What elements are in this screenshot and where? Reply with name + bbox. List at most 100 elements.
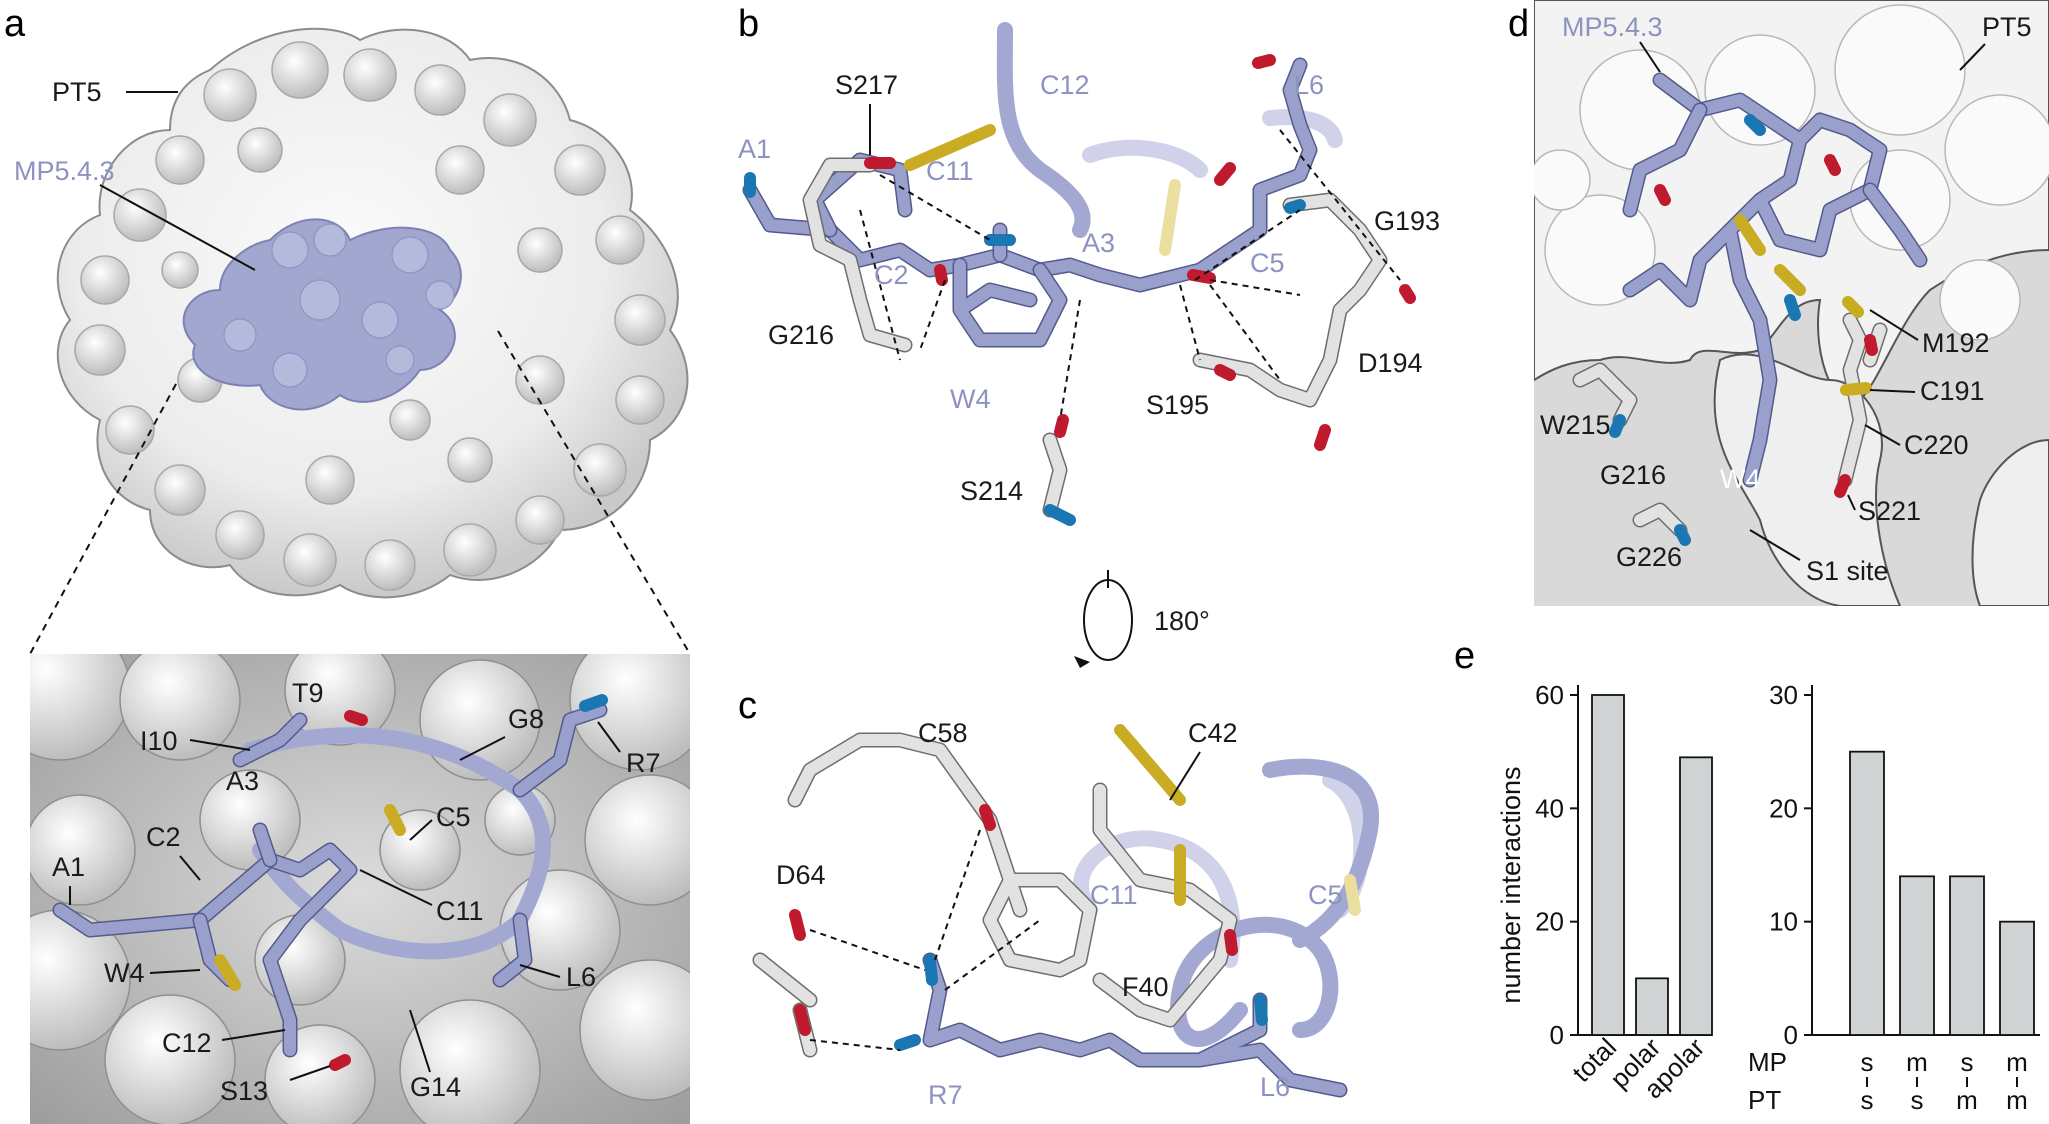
label-d64: D64 <box>776 860 826 890</box>
label-c11: C11 <box>926 156 974 186</box>
c5-leader <box>409 819 433 841</box>
inset-t9-oxygen <box>344 710 368 726</box>
label-g216: G216 <box>1600 460 1666 490</box>
panel-e-letter: e <box>1454 635 1475 677</box>
inset-disulfide-2 <box>214 954 241 991</box>
label-mp: MP5.4.3 <box>1562 12 1663 42</box>
label-g193: G193 <box>1374 206 1440 236</box>
b-disulfide-1 <box>904 124 996 171</box>
bar <box>1635 977 1669 1036</box>
label-w4: W4 <box>950 384 991 414</box>
b-oxygen-3 <box>1214 162 1236 186</box>
d-protease-residues <box>1572 296 1888 546</box>
inset-backbone-tube <box>242 727 551 960</box>
d-oxygen-1 <box>1654 184 1671 206</box>
y-tick-label: 40 <box>1535 793 1564 823</box>
inset-s13-oxygen <box>329 1054 351 1071</box>
panel-a: a PT5 <box>4 3 691 1124</box>
label-l6: L6 <box>1260 1072 1290 1102</box>
c-c58-oxygen <box>979 804 996 831</box>
c-r7-nitrogen-1 <box>924 954 938 986</box>
label-s13: S13 <box>220 1076 268 1106</box>
d-oxygen-2 <box>1824 154 1841 176</box>
inset-peptide-sticks <box>54 844 356 1056</box>
y-tick-label: 60 <box>1535 680 1564 710</box>
r7-leader <box>597 721 621 753</box>
label-m192: M192 <box>1922 328 1990 358</box>
w4-leader <box>149 969 201 974</box>
d-pt5-leader <box>1959 43 1986 71</box>
x-tick-label-mp: s <box>1861 1047 1874 1077</box>
label-c42: C42 <box>1188 718 1238 748</box>
i10-leader <box>189 739 251 751</box>
label-c58: C58 <box>918 718 968 748</box>
label-g226: G226 <box>1616 542 1682 572</box>
mp-leader <box>99 184 256 271</box>
label-s221: S221 <box>1858 496 1921 526</box>
label-t9: T9 <box>292 678 324 708</box>
label-c5: C5 <box>1308 880 1343 910</box>
x-tick-label-pt: m <box>1956 1085 1978 1115</box>
x-tick-label-pt: m <box>2006 1085 2028 1115</box>
bar <box>1679 756 1713 1036</box>
c12-leader <box>221 1029 286 1041</box>
bar <box>1999 920 2035 1036</box>
label-s1: S1 site <box>1806 556 1889 586</box>
b-faint-tube <box>1082 139 1208 178</box>
s13-leader <box>289 1065 331 1081</box>
d-nitrogen-1 <box>1784 294 1801 321</box>
label-c2: C2 <box>146 822 181 852</box>
b-protease-sticks <box>804 159 1386 516</box>
y-tick-label: 20 <box>1769 793 1798 823</box>
label-a1: A1 <box>738 134 771 164</box>
label-l6: L6 <box>566 962 596 992</box>
label-pt5: PT5 <box>1982 12 2032 42</box>
label-c220: C220 <box>1904 430 1969 460</box>
d-disulfide-2 <box>1774 264 1806 296</box>
rotation-arrow-icon <box>1074 570 1133 668</box>
zoom-inset <box>30 654 690 1124</box>
b-oxygen-1 <box>934 264 948 286</box>
label-c5: C5 <box>436 802 471 832</box>
b-backbone-tube <box>996 22 1091 238</box>
inset-peptide <box>52 694 608 1071</box>
b-disulfide-2 <box>1159 179 1181 256</box>
c-faint-tube <box>1073 830 1241 968</box>
d-s221-oxygen <box>1834 474 1851 498</box>
d-m192-sulfur <box>1842 296 1864 318</box>
label-mp: MP5.4.3 <box>14 156 115 186</box>
c2-leader <box>179 855 201 881</box>
label-w4: W4 <box>1720 464 1761 494</box>
panel-c-letter: c <box>738 685 757 727</box>
rotation-label: 180° <box>1154 606 1210 636</box>
m192-leader <box>1869 309 1919 341</box>
y-tick-label: 0 <box>1550 1020 1564 1050</box>
bar <box>1899 875 1935 1036</box>
y-tick-label: 20 <box>1535 907 1564 937</box>
panel-d-letter: d <box>1508 3 1529 45</box>
inset-r7-nitrogen <box>579 694 608 712</box>
c-protease-sticks <box>754 734 1236 1056</box>
label-c191: C191 <box>1920 376 1985 406</box>
y-tick-label: 30 <box>1769 680 1798 710</box>
y-axis-title: number interactions <box>1496 766 1526 1003</box>
label-w4: W4 <box>104 958 145 988</box>
panel-c: c C58 C42 D64 C11 C5 F40 R7 L6 <box>738 685 1380 1110</box>
label-r7: R7 <box>626 748 661 778</box>
d-nitrogen-2 <box>1744 114 1766 136</box>
label-a1: A1 <box>52 852 85 882</box>
bar <box>1949 875 1985 1036</box>
panel-b: b <box>738 3 1440 668</box>
d-peptide <box>1622 72 1928 488</box>
b-g193-nitrogen <box>1284 199 1306 214</box>
x-tick-label-mp: s <box>1961 1047 1974 1077</box>
c-disulfide-3 <box>1344 874 1361 916</box>
label-a3: A3 <box>226 766 259 796</box>
d-g226-nitrogen <box>1674 524 1691 546</box>
label-c12: C12 <box>162 1028 212 1058</box>
label-i10: I10 <box>140 726 178 756</box>
d-mp-leader <box>1639 41 1661 73</box>
c-d64-oxygen-1 <box>789 909 806 941</box>
